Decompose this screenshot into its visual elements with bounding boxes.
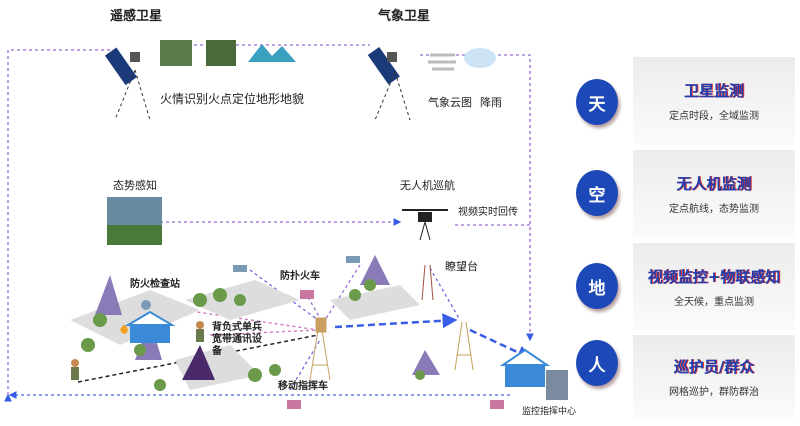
camera-icon — [141, 256, 360, 310]
panel-title: 无人机监测 — [676, 174, 752, 193]
remote-sat-label: 遥感卫星 — [110, 9, 163, 24]
fire-icon — [120, 325, 128, 334]
comm-tower-icon — [309, 317, 331, 381]
rain-image — [464, 48, 496, 68]
checkpoint-label: 防火检查站 — [130, 279, 180, 290]
watchtower-label: 瞭望台 — [445, 260, 478, 273]
weather-caption-1: 气象云图 — [428, 96, 472, 109]
layer-panel-sky: 卫星监测定点时段，全域监测 — [633, 57, 795, 145]
mobile-command-label: 移动指挥车 — [278, 381, 328, 392]
drone-icon — [402, 209, 448, 241]
watchtower-icon — [421, 264, 434, 301]
scene-illustration — [4, 40, 568, 409]
panel-title: 视频监控+物联感知 — [647, 267, 781, 286]
fire-truck-label: 防扑火车 — [280, 271, 320, 282]
checkpoint-building-icon — [124, 310, 176, 343]
backpack-label: 背负式单兵宽带通讯设备 — [212, 322, 262, 357]
layer-badge-people: 人 — [576, 340, 618, 386]
terrain-image — [248, 44, 296, 62]
forest-image — [206, 40, 236, 66]
layer-badge-air: 空 — [576, 170, 618, 216]
weather-satellite-icon — [367, 46, 411, 121]
ranger-icon — [71, 321, 204, 380]
layer-panel-ground: 视频监控+物联感知全天候，重点监测 — [633, 243, 795, 330]
layer-badge-sky: 天 — [576, 79, 618, 125]
remote-satellite-icon — [104, 47, 151, 121]
uav-label: 无人机巡航 — [400, 179, 455, 192]
relay-tower-icon — [454, 321, 474, 371]
fire-image — [160, 40, 192, 66]
fire-truck-icon — [287, 290, 504, 409]
panel-title: 巡护员/群众 — [673, 357, 755, 376]
command-center-label: 监控指挥中心 — [522, 407, 577, 417]
weather-caption-2: 降雨 — [480, 96, 502, 109]
panel-subtitle: 定点航线，态势监测 — [669, 203, 759, 215]
layer-panel-air: 无人机监测定点航线，态势监测 — [633, 150, 795, 237]
panel-subtitle: 全天候，重点监测 — [674, 296, 754, 308]
layer-badge-ground: 地 — [576, 263, 618, 309]
remote-caption: 火情识别火点定位地形地貌 — [160, 92, 305, 106]
panel-title: 卫星监测 — [683, 82, 744, 100]
video-label: 视频实时回传 — [458, 207, 518, 218]
panel-subtitle: 网格巡护，群防群治 — [669, 386, 759, 398]
layer-panel-people: 巡护员/群众网格巡护，群防群治 — [633, 335, 795, 418]
situation-label: 态势感知 — [113, 179, 157, 192]
cloud-image — [428, 53, 456, 71]
weather-sat-label: 气象卫星 — [378, 9, 431, 24]
command-center-icon — [499, 348, 568, 400]
panel-subtitle: 定点时段，全域监测 — [669, 111, 759, 122]
